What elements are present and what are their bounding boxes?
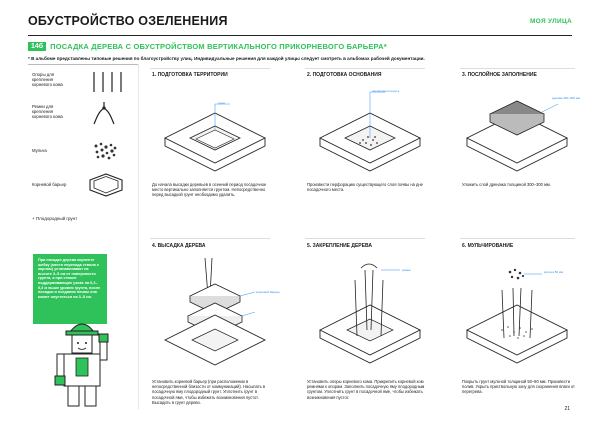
stakes-icon <box>93 72 122 92</box>
step-description: Покрыть грунт мульчой толщиной 50–80 мм.… <box>462 379 575 395</box>
row-divider <box>150 238 270 239</box>
legend-item: Мульча <box>32 148 72 153</box>
legend-item: Опоры для крепления корневого кома <box>32 72 72 88</box>
step1-illustration <box>163 103 267 172</box>
step-title: 1. ПОДГОТОВКА ТЕРРИТОРИИ <box>152 72 228 78</box>
section-number-badge: 14б <box>28 42 47 51</box>
step-title: 2. ПОДГОТОВКА ОСНОВАНИЯ <box>307 72 382 78</box>
row-divider <box>460 238 575 239</box>
step4-annotation: корневой барьер <box>256 290 280 294</box>
step6-illustration <box>465 268 569 364</box>
legend-label: Опоры для крепления корневого кома <box>32 72 63 88</box>
legend-item: Ремни для крепления корневого кома <box>32 104 72 120</box>
step5-illustration <box>318 263 422 364</box>
callout-note: При посадке дерева корнепте шейку (место… <box>33 254 107 324</box>
section-heading: 14б ПОСАДКА ДЕРЕВА С ОБУСТРОЙСТВОМ ВЕРТИ… <box>28 41 572 52</box>
legend-label: Корневой барьер <box>32 182 67 187</box>
row-divider <box>305 238 425 239</box>
straps-icon <box>93 102 115 125</box>
callout-text: При посадке дерева корнепте шейку (место… <box>38 258 101 299</box>
step3-illustration <box>465 100 569 172</box>
legend-extra: + Плодородный грунт <box>32 216 78 221</box>
page-number: 21 <box>564 406 570 412</box>
step-description: Установить корневой барьер (при располож… <box>152 379 266 405</box>
step2-illustration <box>318 91 422 172</box>
step-title: 4. ВЫСАДКА ДЕРЕВА <box>152 243 206 249</box>
step-title: 3. ПОСЛОЙНОЕ ЗАПОЛНЕНИЕ <box>462 72 537 78</box>
legend-label: Мульча <box>32 148 47 153</box>
step2-annotation: перфорация грунта <box>372 89 400 93</box>
step-description: Установить опоры корневого кома. Прикреп… <box>307 379 425 400</box>
legend-divider <box>28 64 138 65</box>
step4-illustration <box>163 257 267 366</box>
brand-label: МОЯ УЛИЦА <box>529 18 572 25</box>
section-title: ПОСАДКА ДЕРЕВА С ОБУСТРОЙСТВОМ ВЕРТИКАЛЬ… <box>50 42 387 51</box>
step-description: Уложить слой дренажа толщиной 300–300 мм… <box>462 182 551 187</box>
row-divider <box>150 68 270 69</box>
mulch-icon <box>94 142 117 160</box>
legend-item: Корневой барьер <box>32 182 72 187</box>
step6-annotation: мульча 50 мм <box>544 270 564 274</box>
root-barrier-icon <box>89 173 123 197</box>
step-description: Произвести перфорацию существующего слоя… <box>307 182 423 193</box>
section-note: * В альбоме представлены типовые решения… <box>28 56 425 61</box>
step5-annotation: ремни <box>402 268 411 272</box>
row-divider <box>305 68 425 69</box>
header-divider <box>28 35 572 36</box>
step-title: 5. ЗАКРЕПЛЕНИЕ ДЕРЕВА <box>307 243 372 249</box>
row-divider <box>460 68 575 69</box>
step3-annotation: дренаж 300–300 мм <box>552 96 580 100</box>
page-title: ОБУСТРОЙСТВО ОЗЕЛЕНЕНИЯ <box>28 14 228 28</box>
step-title: 6. МУЛЬЧИРОВАНИЕ <box>462 243 514 249</box>
worker-illustration <box>54 323 109 407</box>
legend-label: Ремни для крепления корневого кома <box>32 104 63 120</box>
step-description: До начала высадки деревьев в осенний пер… <box>152 182 267 198</box>
column-divider <box>138 64 139 409</box>
step1-annotation: грунт <box>218 101 226 105</box>
